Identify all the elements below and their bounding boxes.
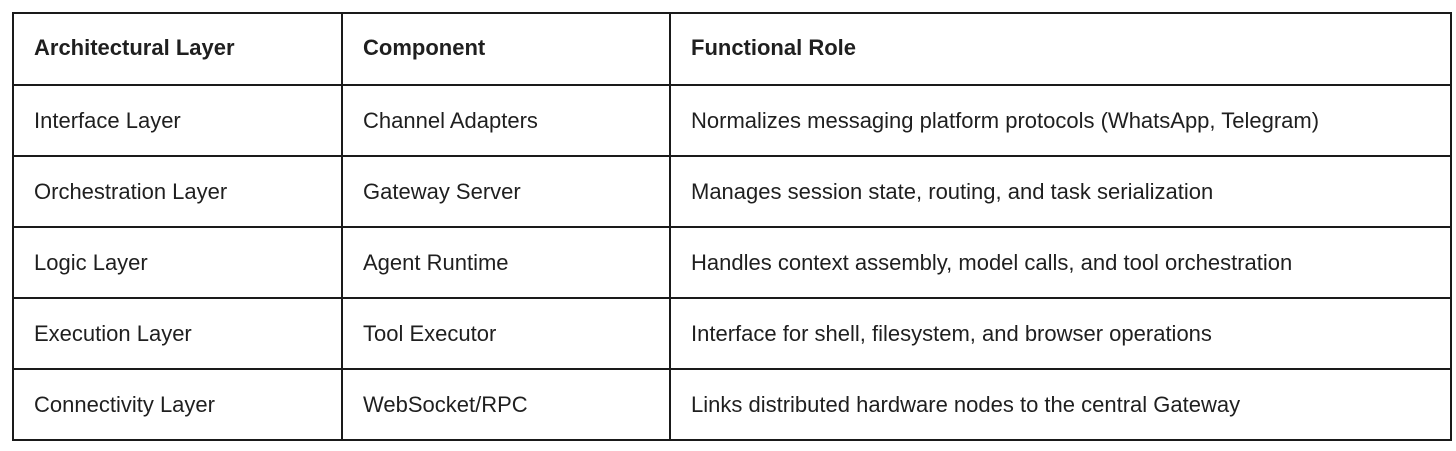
cell-role: Links distributed hardware nodes to the … <box>669 368 1452 441</box>
cell-layer: Execution Layer <box>12 297 343 370</box>
cell-role: Handles context assembly, model calls, a… <box>669 226 1452 299</box>
cell-layer: Logic Layer <box>12 226 343 299</box>
table-row: Orchestration Layer Gateway Server Manag… <box>12 155 1452 228</box>
cell-component: Gateway Server <box>341 155 671 228</box>
cell-layer: Orchestration Layer <box>12 155 343 228</box>
cell-layer: Interface Layer <box>12 84 343 157</box>
architecture-table: Architectural Layer Component Functional… <box>12 12 1452 441</box>
cell-component: Tool Executor <box>341 297 671 370</box>
cell-role: Normalizes messaging platform protocols … <box>669 84 1452 157</box>
column-header-architectural-layer: Architectural Layer <box>12 12 343 86</box>
cell-layer: Connectivity Layer <box>12 368 343 441</box>
column-header-functional-role: Functional Role <box>669 12 1452 86</box>
table-header-row: Architectural Layer Component Functional… <box>12 12 1452 86</box>
architecture-table-container: Architectural Layer Component Functional… <box>12 12 1452 441</box>
column-header-component: Component <box>341 12 671 86</box>
table-row: Interface Layer Channel Adapters Normali… <box>12 84 1452 157</box>
cell-component: Channel Adapters <box>341 84 671 157</box>
cell-role: Manages session state, routing, and task… <box>669 155 1452 228</box>
table-row: Connectivity Layer WebSocket/RPC Links d… <box>12 368 1452 441</box>
table-row: Execution Layer Tool Executor Interface … <box>12 297 1452 370</box>
cell-component: Agent Runtime <box>341 226 671 299</box>
table-row: Logic Layer Agent Runtime Handles contex… <box>12 226 1452 299</box>
cell-role: Interface for shell, filesystem, and bro… <box>669 297 1452 370</box>
cell-component: WebSocket/RPC <box>341 368 671 441</box>
